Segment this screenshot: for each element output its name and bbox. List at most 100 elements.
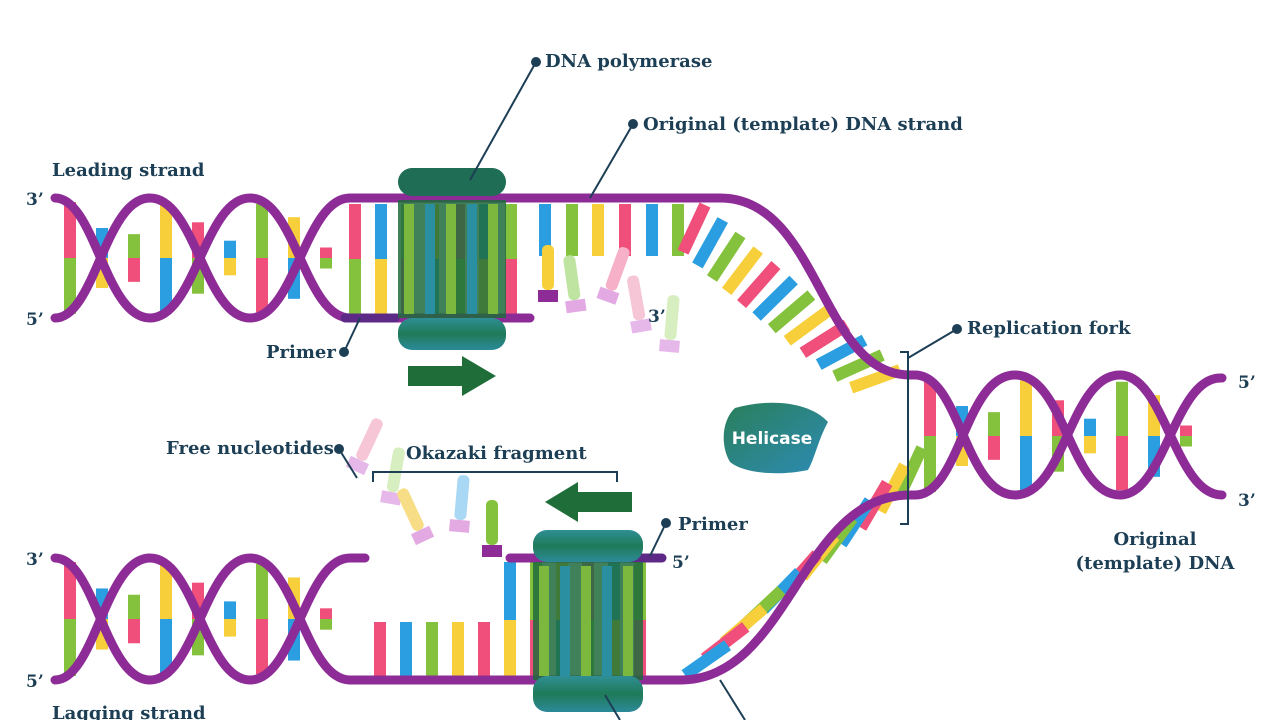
template-base xyxy=(677,202,711,255)
end-marker: 3’ xyxy=(26,190,44,210)
nucleotide-phosphate xyxy=(596,286,620,305)
lagging-strand-label: Lagging strand xyxy=(52,703,206,720)
free-nucleotide xyxy=(397,488,435,546)
template-base xyxy=(539,204,551,256)
nucleotide-phosphate xyxy=(658,339,680,353)
template-base xyxy=(452,622,464,678)
template-base xyxy=(478,622,490,678)
template-base xyxy=(619,204,631,256)
base-pair xyxy=(1020,380,1032,436)
free-nucleotide xyxy=(448,475,470,533)
template-base xyxy=(783,305,833,346)
base-pair xyxy=(1180,436,1192,447)
template-base xyxy=(426,622,438,678)
polymerase-stripe xyxy=(623,566,633,676)
base-pair xyxy=(256,619,268,675)
free-nucleotide xyxy=(627,275,652,334)
nucleotide-base xyxy=(664,295,680,341)
base-pair xyxy=(505,259,517,314)
original-dna-label-line2: (template) DNA xyxy=(1076,553,1236,574)
base-pair xyxy=(256,563,268,619)
template-base xyxy=(592,204,604,256)
base-pair xyxy=(1084,418,1096,436)
base-pair xyxy=(224,601,236,619)
leader-lines xyxy=(334,57,962,720)
okazaki-bracket xyxy=(372,471,618,482)
base-pair xyxy=(224,240,236,258)
base-pair xyxy=(375,259,387,314)
leading-direction-arrow xyxy=(408,356,496,396)
dna-polymerase-bottom xyxy=(533,530,643,712)
polymerase-stripe xyxy=(467,204,477,314)
template-base xyxy=(894,445,928,498)
nucleotide-base xyxy=(386,447,405,493)
base-pair xyxy=(160,202,172,258)
dna-polymerase-top xyxy=(398,168,506,350)
nucleotide-base xyxy=(486,500,498,545)
end-marker: 5’ xyxy=(672,553,690,573)
dna-polymerase-label: DNA polymerase xyxy=(545,51,712,72)
base-pair xyxy=(128,619,140,644)
free-nucleotides xyxy=(345,245,680,557)
lagging-direction-arrow xyxy=(545,482,632,522)
template-base xyxy=(752,275,798,321)
end-marker: 3’ xyxy=(648,307,666,327)
base-pair xyxy=(505,204,517,259)
free-nucleotides-label: Free nucleotides xyxy=(166,438,334,459)
template-strand-label: Original (template) DNA strand xyxy=(643,114,963,135)
base-pair xyxy=(64,619,76,676)
leading-strand-label: Leading strand xyxy=(52,160,205,181)
free-nucleotide xyxy=(380,447,405,506)
original-dna-label-line1: Original xyxy=(1113,529,1196,550)
base-pair xyxy=(924,380,936,436)
primer-top-label: Primer xyxy=(266,342,336,363)
base-pair xyxy=(349,259,361,314)
polymerase-stripe xyxy=(539,566,549,676)
template-base xyxy=(706,231,746,282)
base-pair xyxy=(375,204,387,259)
bottom-template-strand xyxy=(345,490,920,685)
free-nucleotide xyxy=(563,255,587,314)
template-base xyxy=(692,217,728,269)
free-nucleotide xyxy=(345,418,383,476)
base-pair xyxy=(160,619,172,676)
replication-fork-bracket xyxy=(900,351,909,525)
primer-bottom-label: Primer xyxy=(678,514,748,535)
end-marker: 3’ xyxy=(26,550,44,570)
helicase-label: Helicase xyxy=(732,429,813,449)
nucleotide-phosphate xyxy=(448,519,470,533)
base-pair xyxy=(988,436,1000,460)
helicase-enzyme: Helicase xyxy=(723,402,828,474)
end-marker: 5’ xyxy=(26,672,44,692)
base-pair xyxy=(128,594,140,619)
template-base xyxy=(646,204,658,256)
template-base xyxy=(566,204,578,256)
base-pair xyxy=(320,258,332,269)
okazaki-fragment-label: Okazaki fragment xyxy=(406,443,587,464)
base-pair xyxy=(1116,381,1128,436)
base-pair xyxy=(256,203,268,258)
right-helix-strand-b xyxy=(910,370,1227,500)
nucleotide-phosphate xyxy=(380,490,402,506)
base-pair xyxy=(128,234,140,258)
base-pair xyxy=(160,258,172,314)
base-pair xyxy=(256,258,268,313)
nucleotide-phosphate xyxy=(482,545,502,557)
polymerase-stripe xyxy=(602,566,612,676)
nucleotide-base xyxy=(627,275,646,321)
template-base xyxy=(721,246,763,296)
nucleotide-phosphate xyxy=(630,318,652,334)
base-pair xyxy=(1084,436,1096,454)
end-marker: 5’ xyxy=(26,310,44,330)
base-pair xyxy=(160,562,172,619)
nucleotide-phosphate xyxy=(345,455,370,476)
replication-fork-label: Replication fork xyxy=(967,318,1131,339)
nucleotide-base xyxy=(356,418,383,461)
polymerase-stripe xyxy=(560,566,570,676)
base-pair xyxy=(320,247,332,258)
polymerase-stripe xyxy=(581,566,591,676)
top-template-strand xyxy=(345,193,920,380)
base-pair xyxy=(924,436,936,492)
template-base xyxy=(737,261,781,308)
